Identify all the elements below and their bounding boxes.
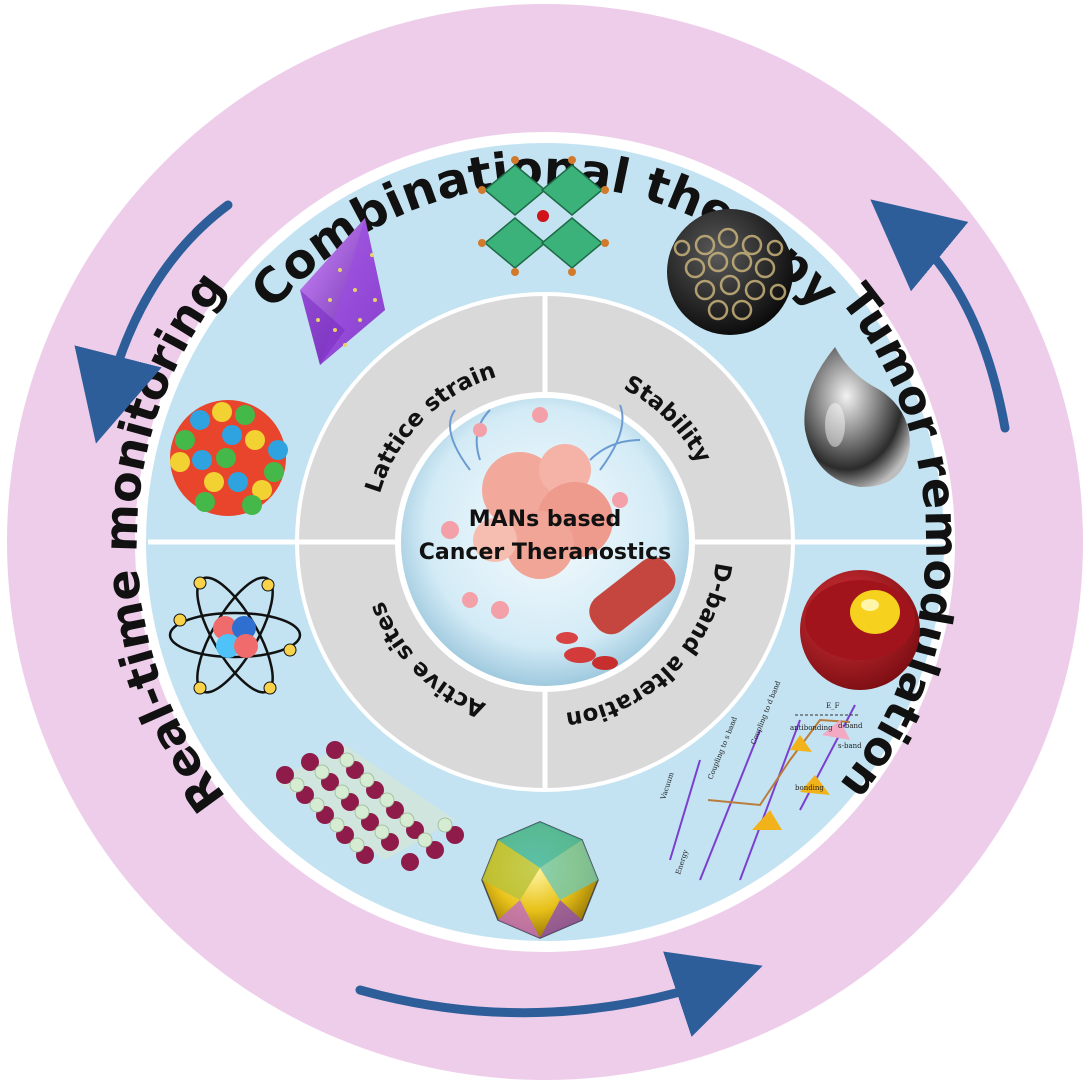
energy-label-bonding: bonding bbox=[795, 784, 824, 792]
perovskite-octahedra-icon bbox=[478, 156, 609, 276]
arrow-bottom-icon bbox=[355, 951, 763, 1037]
core-shell-sphere-icon bbox=[800, 570, 920, 690]
energy-label-fermi: E_F bbox=[826, 702, 840, 710]
atom-model-icon bbox=[168, 576, 302, 695]
quadrant-dividers bbox=[148, 296, 944, 790]
cycle-arrows bbox=[74, 199, 1010, 1037]
arrow-top-right-icon bbox=[870, 199, 1010, 433]
center-title-line2: Cancer Theranostics bbox=[419, 540, 671, 565]
energy-label-s-band: s-band bbox=[838, 742, 862, 750]
multicolor-cluster-icon bbox=[170, 400, 288, 516]
arrow-top-left-icon bbox=[74, 200, 233, 444]
gold-icosahedron-icon bbox=[481, 821, 599, 939]
tumor-illustration-icon bbox=[441, 404, 676, 670]
energy-label-d-band: d-band bbox=[838, 722, 863, 730]
purple-octahedron-icon bbox=[300, 218, 385, 365]
energy-label-antibonding: antibonding bbox=[790, 724, 833, 732]
center-title-line1: MANs based bbox=[469, 507, 621, 532]
porous-black-gold-sphere-icon bbox=[667, 209, 793, 335]
liquid-metal-droplet-icon bbox=[804, 347, 910, 488]
crystal-lattice-icon bbox=[275, 741, 464, 871]
